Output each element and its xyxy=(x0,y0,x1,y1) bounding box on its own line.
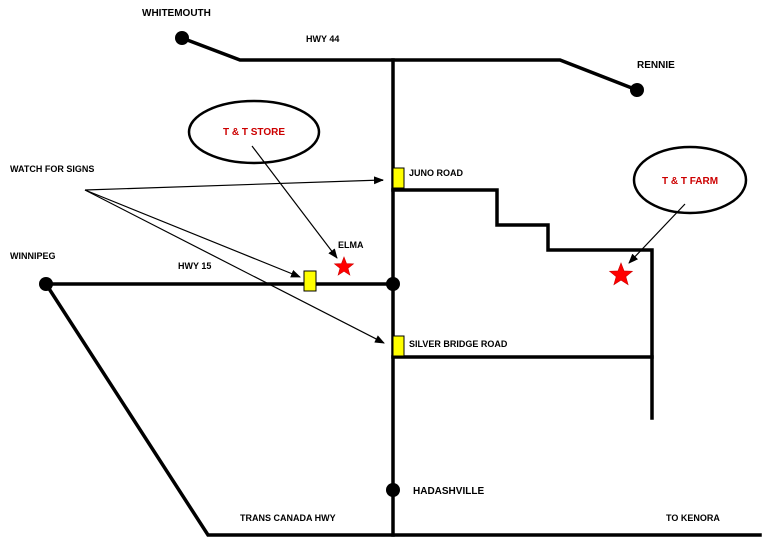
juno-road-sign-marker xyxy=(392,167,405,189)
store-location-star xyxy=(333,256,355,276)
hwy15-label: HWY 15 xyxy=(178,261,211,271)
trans-canada-hwy-road xyxy=(43,281,762,537)
farm-pointer-arrow xyxy=(628,203,686,264)
farm-location-star xyxy=(608,262,634,286)
silver-bridge-road-label: SILVER BRIDGE ROAD xyxy=(409,339,508,349)
whitemouth-label: WHITEMOUTH xyxy=(142,8,211,19)
juno-road-label: JUNO ROAD xyxy=(409,168,464,178)
store-callout-label: T & T STORE xyxy=(223,127,285,138)
rennie-label: RENNIE xyxy=(637,60,675,71)
silver-bridge-sign-marker xyxy=(392,335,405,357)
elma-junction-node xyxy=(386,277,400,291)
trans-canada-hwy-label: TRANS CANADA HWY xyxy=(240,513,336,523)
to-kenora-label: TO KENORA xyxy=(666,513,720,523)
watch-arrow-hwy15 xyxy=(84,189,301,278)
rennie-node xyxy=(630,83,644,97)
farm-callout-bubble xyxy=(632,145,748,215)
hwy15-sign-marker xyxy=(303,270,317,292)
hadashville-node xyxy=(386,483,400,497)
juno-road-line xyxy=(391,188,654,420)
watch-for-signs-label: WATCH FOR SIGNS xyxy=(10,164,94,174)
farm-callout-label: T & T FARM xyxy=(662,176,718,187)
winnipeg-node xyxy=(39,277,53,291)
elma-label: ELMA xyxy=(338,240,364,250)
watch-arrow-silver-bridge xyxy=(84,189,385,344)
store-pointer-arrow xyxy=(251,145,338,259)
hwy44-label: HWY 44 xyxy=(306,34,339,44)
watch-arrow-juno xyxy=(84,176,384,191)
hadashville-label: HADASHVILLE xyxy=(413,486,484,497)
store-callout-bubble xyxy=(187,99,321,165)
whitemouth-node xyxy=(175,31,189,45)
hwy44-road xyxy=(179,35,640,93)
winnipeg-label: WINNIPEG xyxy=(10,251,56,261)
